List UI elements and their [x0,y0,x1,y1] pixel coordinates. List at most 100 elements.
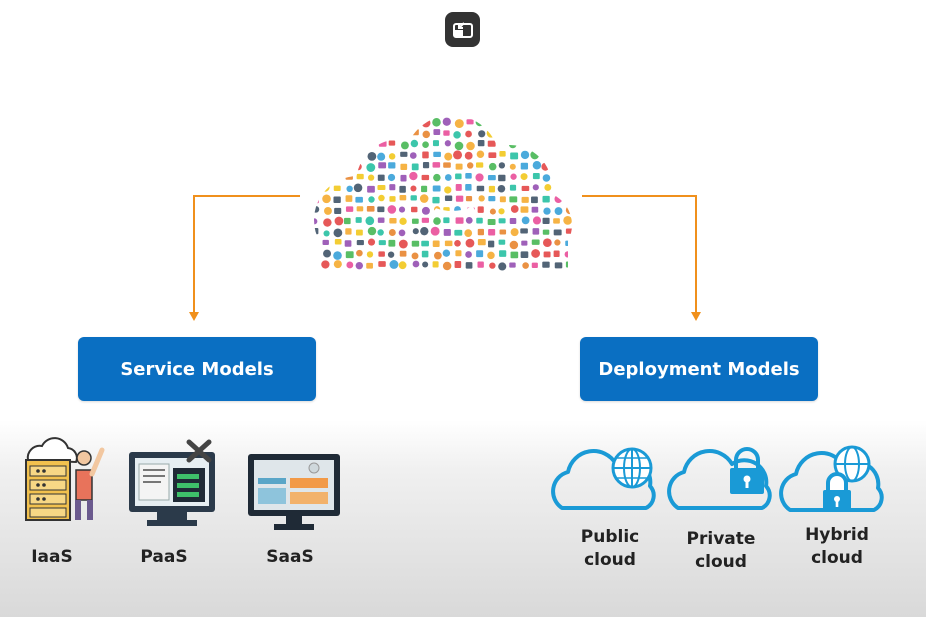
cloud-app-dot [411,218,419,224]
cloud-app-dot [421,185,428,193]
private-label-line1: Private [686,529,756,549]
cloud-app-dot [443,162,451,168]
cloud-app-dot [454,229,463,236]
cloud-globe-icon [551,447,656,510]
cloud-app-dot [564,251,571,258]
cloud-app-dot [553,183,563,193]
cloud-app-dot [477,206,484,213]
cloud-app-dot [430,226,440,236]
cloud-app-dot [488,152,497,158]
cloud-app-dot [314,240,319,247]
cloud-app-dot [378,130,387,138]
cloud-app-dot [476,162,484,168]
cloud-app-dot [345,251,354,259]
cloud-app-dot [454,141,464,151]
private-label-line2: cloud [695,552,747,572]
cloud-app-dot [531,262,538,269]
cloud-app-dot [400,130,408,138]
cloud-app-dot [400,174,407,182]
cloud-app-dot [377,217,385,223]
cloud-app-dot [387,116,397,126]
cloud-app-dot [412,260,420,268]
cloud-app-dot [444,152,453,161]
cloud-app-dot [443,228,451,236]
cloud-app-dot [399,217,407,225]
cloud-app-dot [378,140,387,147]
cloud-app-dot [564,193,572,203]
cloud-app-dot [389,196,396,202]
cloud-app-dot [565,261,572,268]
cloud-app-dot [520,162,529,170]
cloud-app-dot [477,239,486,246]
cloud-app-dot [520,150,530,160]
cloud-app-dot [465,130,472,138]
cloud-app-dot [421,240,429,247]
public-label-line1: Public [580,527,640,547]
service-item-saas-label: SaaS [266,547,314,567]
cloud-app-dot [498,218,506,224]
cloud-app-dot [488,162,497,171]
cloud-app-dot [477,261,484,268]
cloud-app-dot [323,249,332,258]
cloud-app-dot [487,174,496,181]
cloud-app-dot [489,262,496,269]
cloud-app-dot [321,260,330,269]
cloud-app-dot [322,162,330,169]
cloud-app-dot [508,140,517,149]
cloud-app-dot [377,185,386,191]
cloud-app-dot [442,117,451,126]
cloud-app-dot [409,171,418,181]
cloud-app-dot [433,217,441,225]
cloud-lock-icon [667,447,772,510]
cloud-app-dot [542,238,552,248]
cloud-app-dot [509,196,518,203]
cloud-app-dot [411,240,420,247]
cloud-app-dot [355,261,364,270]
cloud-app-dot [466,162,474,169]
cloud-app-dot [334,216,344,226]
cloud-app-dot [334,151,341,158]
cloud-app-dot [532,228,540,235]
cloud-app-dot [324,207,332,215]
cloud-app-dot [334,207,342,214]
cloud-app-dot [553,141,561,147]
cloud-app-dot [554,239,561,246]
cloud-app-dot [455,184,462,191]
cloud-app-dot [399,195,407,201]
cloud-app-dot [434,206,441,213]
deployment-item-private: Private cloud [683,528,759,574]
cloud-app-dot [322,129,331,135]
cloud-app-dot [520,228,528,234]
cloud-app-dot [344,240,352,247]
cloud-app-dot [355,196,363,203]
public-label-line2: cloud [584,550,636,570]
exit-fullscreen-button[interactable] [445,12,480,47]
cloud-app-dot [498,262,507,271]
cloud-app-dot [509,262,516,268]
cloud-app-dot [499,229,507,235]
cloud-app-dot [333,117,342,126]
cloud-app-dot [345,228,352,235]
cloud-app-dot [378,240,386,246]
cloud-app-dot [378,261,386,267]
cloud-app-dot [553,162,561,169]
cloud-app-dot [521,240,528,246]
cloud-app-dot [434,251,442,260]
cloud-app-dot [388,140,396,146]
cloud-app-dot [466,141,475,151]
cloud-app-dot [400,151,408,157]
cloud-app-dot [565,173,572,180]
hybrid-label-line1: Hybrid [805,525,869,545]
platform-tools-icon [129,439,215,526]
cloud-app-dot [378,251,385,257]
cloud-app-dot [510,205,519,213]
cloud-app-dot [367,238,376,246]
hybrid-label-line2: cloud [811,548,863,568]
cloud-app-dot [521,185,530,191]
cloud-app-dot [542,217,550,224]
cloud-app-dot [356,239,364,246]
cloud-app-dot [421,206,430,215]
cloud-app-dot [553,250,560,258]
cloud-app-dot [314,128,320,136]
cloud-app-dot [333,251,342,260]
